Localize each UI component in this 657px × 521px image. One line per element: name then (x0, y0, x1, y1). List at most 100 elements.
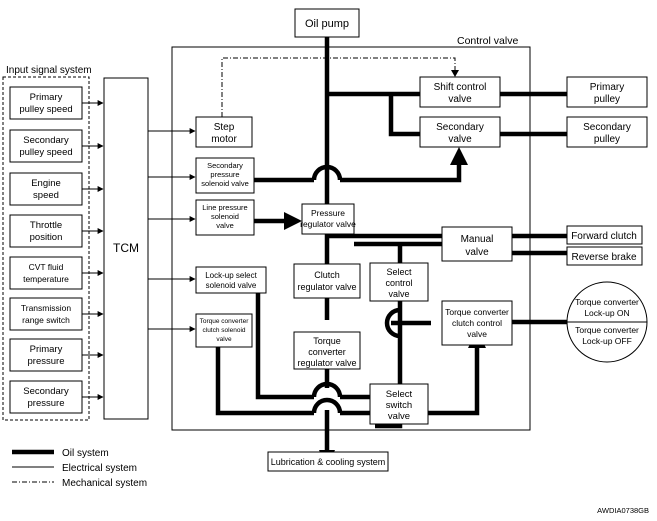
torque-converter-lockup-circle: Torque converter Lock-up ON Torque conve… (566, 281, 648, 363)
svg-text:position: position (30, 232, 63, 243)
mechanical-arrowhead (451, 70, 459, 77)
lockup-select-solenoid-box: Lock-up select solenoid valve (195, 266, 267, 294)
svg-text:pulley: pulley (594, 94, 620, 105)
line-pressure-solenoid-box: Line pressure solenoid valve (195, 199, 255, 236)
input-engine-speed: Engine speed (9, 172, 83, 206)
oil-lines (215, 37, 567, 455)
svg-text:Shift control: Shift control (434, 82, 487, 93)
clutch-regulator-valve-box: Clutch regulator valve (293, 263, 361, 299)
svg-text:Torque converter: Torque converter (200, 318, 250, 325)
input-signal-label: Input signal system (6, 65, 92, 76)
svg-text:Forward clutch: Forward clutch (571, 231, 637, 242)
tc-clutch-control-valve-box: Torque converter clutch control valve (441, 300, 513, 346)
svg-text:Torque converter: Torque converter (575, 325, 639, 335)
svg-text:valve: valve (448, 94, 472, 105)
svg-text:valve: valve (388, 411, 410, 422)
svg-text:Oil pump: Oil pump (305, 18, 349, 30)
svg-text:Torque converter: Torque converter (445, 307, 509, 317)
control-valve-label: Control valve (457, 35, 518, 47)
svg-text:control: control (385, 278, 412, 288)
tc-clutch-solenoid-box: Torque converter clutch solenoid valve (195, 313, 253, 348)
legend-electrical-label: Electrical system (62, 463, 137, 474)
svg-text:Torque: Torque (313, 336, 341, 346)
shift-control-valve-box: Shift control valve (419, 76, 501, 108)
svg-text:regulator valve: regulator valve (297, 358, 356, 368)
lubrication-cooling-box: Lubrication & cooling system (267, 451, 389, 472)
svg-text:Lock-up ON: Lock-up ON (584, 308, 629, 318)
svg-text:Secondary: Secondary (207, 161, 243, 170)
select-switch-valve-box: Select switch valve (369, 383, 429, 425)
svg-text:valve: valve (388, 289, 409, 299)
svg-text:range switch: range switch (22, 315, 70, 325)
svg-text:pulley: pulley (594, 134, 620, 145)
svg-text:Secondary: Secondary (23, 135, 69, 146)
primary-pulley-box: Primary pulley (566, 76, 648, 108)
step-motor-box: Step motor (195, 116, 253, 148)
svg-text:Primary: Primary (30, 344, 63, 355)
svg-text:valve: valve (216, 221, 234, 230)
svg-text:pressure: pressure (28, 398, 65, 409)
svg-text:pulley speed: pulley speed (19, 104, 72, 115)
svg-text:temperature: temperature (23, 274, 69, 284)
svg-text:Engine: Engine (31, 178, 61, 189)
secondary-pulley-box: Secondary pulley (566, 116, 648, 148)
input-list: Primary pulley speed Secondary pulley sp… (9, 86, 83, 414)
pressure-regulator-valve-box: Pressure regulator valve (300, 203, 356, 235)
svg-text:valve: valve (448, 134, 472, 145)
legend-mechanical-label: Mechanical system (62, 478, 147, 489)
mechanical-link (221, 57, 456, 117)
electrical-lines (82, 100, 196, 400)
svg-text:Select: Select (386, 389, 413, 400)
select-control-valve-box: Select control valve (369, 262, 429, 302)
line-crossovers (311, 164, 401, 414)
svg-text:Torque converter: Torque converter (575, 297, 639, 307)
forward-clutch-box: Forward clutch (566, 225, 643, 245)
svg-text:Lock-up OFF: Lock-up OFF (582, 336, 632, 346)
svg-text:CVT fluid: CVT fluid (29, 262, 64, 272)
input-cvt-fluid-temperature: CVT fluid temperature (9, 256, 83, 290)
svg-text:Secondary: Secondary (23, 386, 69, 397)
secondary-pressure-solenoid-box: Secondary pressure solenoid valve (195, 157, 255, 194)
svg-text:motor: motor (211, 134, 237, 145)
svg-text:switch: switch (386, 400, 412, 411)
svg-text:valve: valve (216, 336, 232, 343)
svg-text:converter: converter (308, 347, 346, 357)
svg-text:Secondary: Secondary (436, 122, 484, 133)
svg-text:Reverse brake: Reverse brake (571, 252, 636, 263)
figure-id: AWDIA0738GB (597, 506, 649, 515)
svg-text:regulator valve: regulator valve (297, 282, 356, 292)
input-throttle-position: Throttle position (9, 214, 83, 248)
oil-pump-box: Oil pump (294, 8, 360, 38)
svg-text:valve: valve (467, 329, 487, 339)
svg-text:pulley speed: pulley speed (19, 147, 72, 158)
tcm-box: TCM (103, 77, 149, 420)
input-transmission-range-switch: Transmission range switch (9, 297, 83, 331)
manual-valve-box: Manual valve (441, 226, 513, 262)
svg-text:pressure: pressure (28, 356, 65, 367)
svg-text:Lubrication & cooling system: Lubrication & cooling system (271, 457, 386, 467)
svg-text:Primary: Primary (30, 92, 63, 103)
svg-text:Primary: Primary (590, 82, 624, 93)
svg-text:regulator valve: regulator valve (300, 219, 356, 229)
svg-text:Throttle: Throttle (30, 220, 62, 231)
svg-text:valve: valve (465, 247, 489, 258)
svg-text:Transmission: Transmission (21, 303, 71, 313)
svg-text:solenoid valve: solenoid valve (201, 179, 249, 188)
input-primary-pulley-speed: Primary pulley speed (9, 86, 83, 120)
tcm-label: TCM (113, 241, 139, 255)
reverse-brake-box: Reverse brake (566, 246, 643, 266)
svg-text:pressure: pressure (210, 170, 239, 179)
svg-text:solenoid: solenoid (211, 212, 239, 221)
svg-text:Line pressure: Line pressure (202, 203, 247, 212)
svg-text:Pressure: Pressure (311, 208, 345, 218)
tc-regulator-valve-box: Torque converter regulator valve (293, 331, 361, 370)
input-secondary-pulley-speed: Secondary pulley speed (9, 129, 83, 163)
svg-text:Select: Select (386, 267, 412, 277)
input-secondary-pressure: Secondary pressure (9, 380, 83, 414)
input-primary-pressure: Primary pressure (9, 338, 83, 372)
legend: Oil system Electrical system Mechanical … (12, 448, 147, 489)
input-signal-frame (2, 76, 90, 421)
svg-text:Manual: Manual (461, 234, 494, 245)
svg-text:Step: Step (214, 122, 235, 133)
